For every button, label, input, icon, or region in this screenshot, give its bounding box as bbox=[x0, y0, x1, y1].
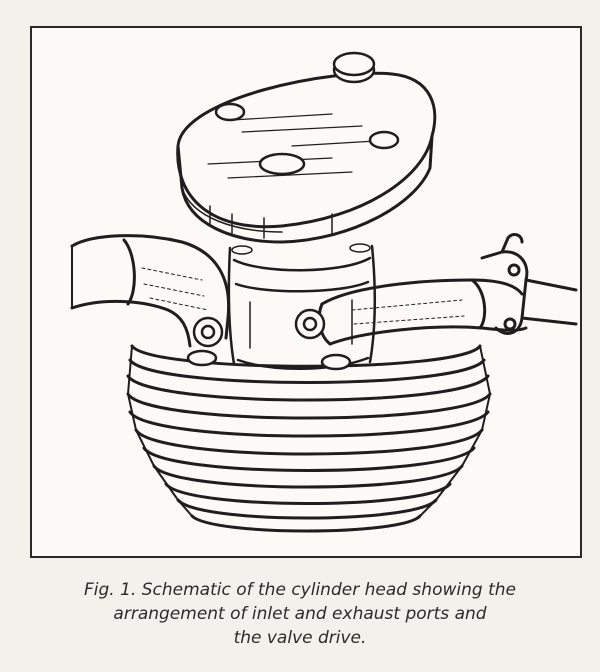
figure-frame bbox=[30, 26, 582, 558]
cylinder-cooling-fins bbox=[126, 344, 492, 533]
inlet-flange-nut bbox=[186, 316, 224, 367]
cylinder-head-illustration bbox=[70, 51, 578, 533]
caption-line-3: the valve drive. bbox=[233, 628, 367, 648]
cover-center-boss bbox=[258, 152, 306, 176]
cover-bolt-left bbox=[214, 102, 246, 122]
caption-line-1: Fig. 1. Schematic of the cylinder head s… bbox=[84, 580, 516, 600]
tower-details bbox=[231, 243, 371, 349]
cover-bolt-top bbox=[332, 51, 376, 84]
exhaust-port-pipe bbox=[317, 278, 528, 346]
figure-caption: Fig. 1. Schematic of the cylinder head s… bbox=[20, 578, 580, 650]
rocker-cover bbox=[176, 71, 437, 244]
cover-bolt-right bbox=[368, 130, 400, 150]
valve-drive-linkage bbox=[480, 233, 578, 335]
inlet-port-pipe bbox=[70, 234, 231, 348]
exhaust-flange-nut bbox=[294, 308, 352, 371]
caption-line-2: arrangement of inlet and exhaust ports a… bbox=[113, 604, 487, 624]
